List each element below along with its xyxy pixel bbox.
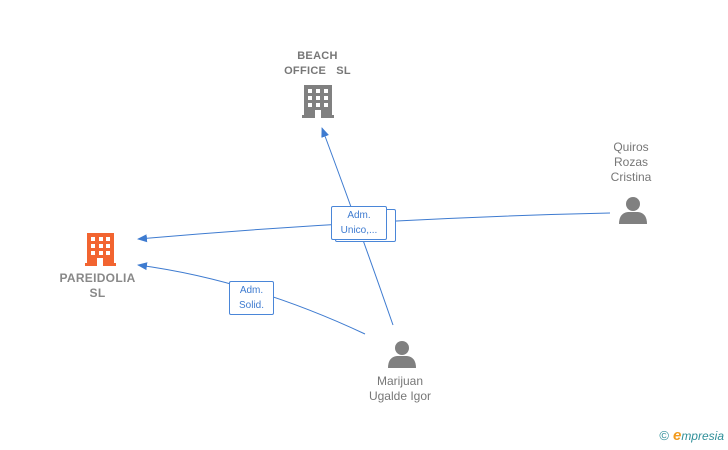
relation-label-line: Adm.	[347, 210, 371, 221]
node-label-line: BEACH	[297, 50, 338, 62]
node-label-line: Cristina	[610, 170, 652, 184]
brand-wordmark: empresia	[673, 427, 724, 444]
person-icon[interactable]	[619, 197, 647, 224]
node-label-quiros[interactable]: Quiros Rozas Cristina	[596, 140, 666, 185]
building-icon[interactable]	[85, 233, 116, 266]
node-label-marijuan[interactable]: Marijuan Ugalde Igor	[355, 374, 445, 404]
node-label-line: OFFICE SL	[284, 65, 351, 77]
relation-label-adm-solid[interactable]: Adm. Solid.	[229, 281, 274, 315]
brand-initial: e	[672, 427, 682, 444]
node-label-pareidolia[interactable]: PAREIDOLIA SL	[50, 271, 145, 301]
brand-rest: mpresia	[681, 429, 724, 443]
relation-label-line: Unico,...	[340, 225, 378, 236]
building-icon[interactable]	[302, 85, 334, 118]
node-label-line: PAREIDOLIA	[59, 271, 136, 285]
node-label-line: Rozas	[613, 155, 648, 169]
person-icon[interactable]	[388, 341, 416, 368]
empresia-logo[interactable]: © empresia	[659, 427, 724, 444]
relation-label-line: Solid.	[238, 300, 264, 311]
relation-label-line: Adm.	[239, 285, 264, 296]
node-label-line: Quiros	[613, 140, 649, 154]
relation-label-adm-unico[interactable]: Adm. Unico,...	[331, 206, 387, 240]
copyright-symbol: ©	[659, 428, 669, 443]
node-label-line: Ugalde Igor	[368, 389, 432, 403]
node-label-line: SL	[89, 286, 106, 300]
node-label-line: Marijuan	[376, 374, 424, 388]
node-label-beach-office[interactable]: BEACH OFFICE SL	[270, 49, 365, 79]
